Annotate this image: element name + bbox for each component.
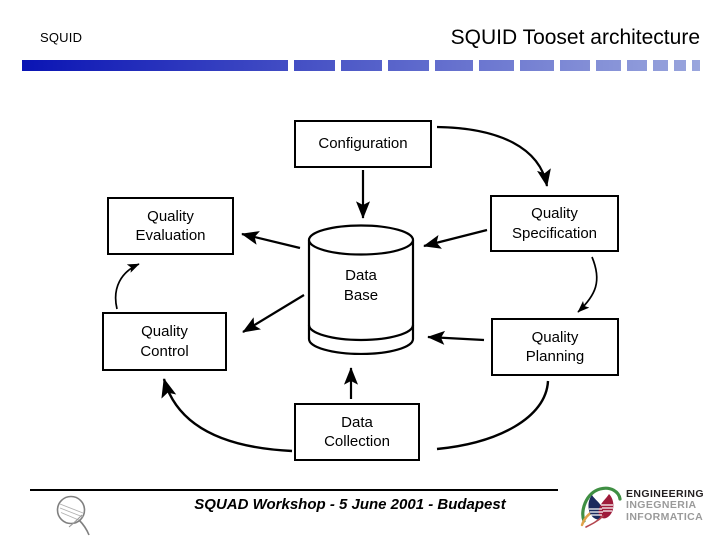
diagram-node-quality-evaluation[interactable]: Quality Evaluation <box>107 197 234 255</box>
node-label-line1: Data <box>341 413 373 431</box>
node-label-line2: Specification <box>511 224 598 242</box>
header-rule-segment <box>388 60 429 71</box>
node-label: Data Base <box>307 266 415 305</box>
header-rule-segment <box>22 60 288 71</box>
logo-line-2: INGEGNERIA <box>626 499 697 512</box>
node-label-line1: Quality <box>141 323 188 341</box>
engineering-logo-wordmark: ENGINEERING INGEGNERIA INFORMATICA <box>626 488 704 523</box>
node-label-line1: Quality <box>531 328 579 346</box>
node-label: Configuration <box>318 135 408 153</box>
header-rule-segment <box>560 60 590 71</box>
node-label: Quality Specification <box>512 204 597 242</box>
node-label-line1: Quality <box>147 207 194 225</box>
header-rule-segment <box>435 60 473 71</box>
edge-quality-planning-to-database <box>427 330 485 345</box>
node-label: Quality Evaluation <box>135 207 205 245</box>
diagram-node-configuration[interactable]: Configuration <box>294 120 432 168</box>
edge-quality-specification-to-database <box>423 228 488 249</box>
header-rule-segment <box>596 60 621 71</box>
node-label: Quality Control <box>140 322 188 360</box>
header-rule-segment <box>674 60 686 71</box>
page-title: SQUID Tooset architecture <box>450 26 700 49</box>
node-label-line1: Quality <box>531 205 578 223</box>
header-rule-segment <box>653 60 668 71</box>
header-rule-segment <box>692 60 700 71</box>
footer-caption: SQUAD Workshop - 5 June 2001 - Budapest <box>194 496 506 513</box>
header-rule-segment <box>479 60 514 71</box>
edge-quality-control-to-quality-evaluation <box>114 263 140 310</box>
header-divider-rule <box>22 60 700 71</box>
node-label: Data Collection <box>324 413 390 451</box>
node-label-line2: Evaluation <box>135 227 206 244</box>
node-label: Quality Planning <box>526 328 584 366</box>
diagram-node-database[interactable]: Data Base <box>307 224 415 355</box>
node-label-line1: Data <box>345 267 377 284</box>
header-rule-segment <box>341 60 382 71</box>
node-label-line2: Base <box>343 286 379 304</box>
node-label-line2: Planning <box>525 348 585 365</box>
node-label-line2: Collection <box>324 433 390 450</box>
logo-line-1: ENGINEERING <box>626 488 704 500</box>
diagram-node-data-collection[interactable]: Data Collection <box>294 403 420 461</box>
header-brand-label: SQUID <box>40 30 83 45</box>
diagram-node-quality-specification[interactable]: Quality Specification <box>490 195 619 252</box>
header-rule-segment <box>294 60 335 71</box>
edge-quality-specification-to-quality-planning <box>577 256 598 313</box>
diagram-node-quality-control[interactable]: Quality Control <box>102 312 227 371</box>
header-rule-segment <box>627 60 647 71</box>
edge-quality-planning-to-data-collection <box>436 380 550 451</box>
squid-magnifier-logo-icon <box>56 495 90 536</box>
edge-database-to-quality-control <box>242 294 305 333</box>
engineering-emblem-icon <box>580 486 622 528</box>
footer-divider <box>30 489 558 491</box>
logo-line-3: INFORMATICA <box>626 510 704 523</box>
engineering-informatica-logo: ENGINEERING INGEGNERIA INFORMATICA <box>578 483 720 535</box>
diagram-node-quality-planning[interactable]: Quality Planning <box>491 318 619 376</box>
edge-configuration-to-quality-specification <box>436 125 551 187</box>
edge-data-collection-to-quality-control <box>161 378 293 453</box>
node-label-line2: Control <box>140 342 189 360</box>
cylinder-icon <box>307 224 415 355</box>
header-rule-segment <box>520 60 554 71</box>
edge-database-to-quality-evaluation <box>241 231 301 250</box>
